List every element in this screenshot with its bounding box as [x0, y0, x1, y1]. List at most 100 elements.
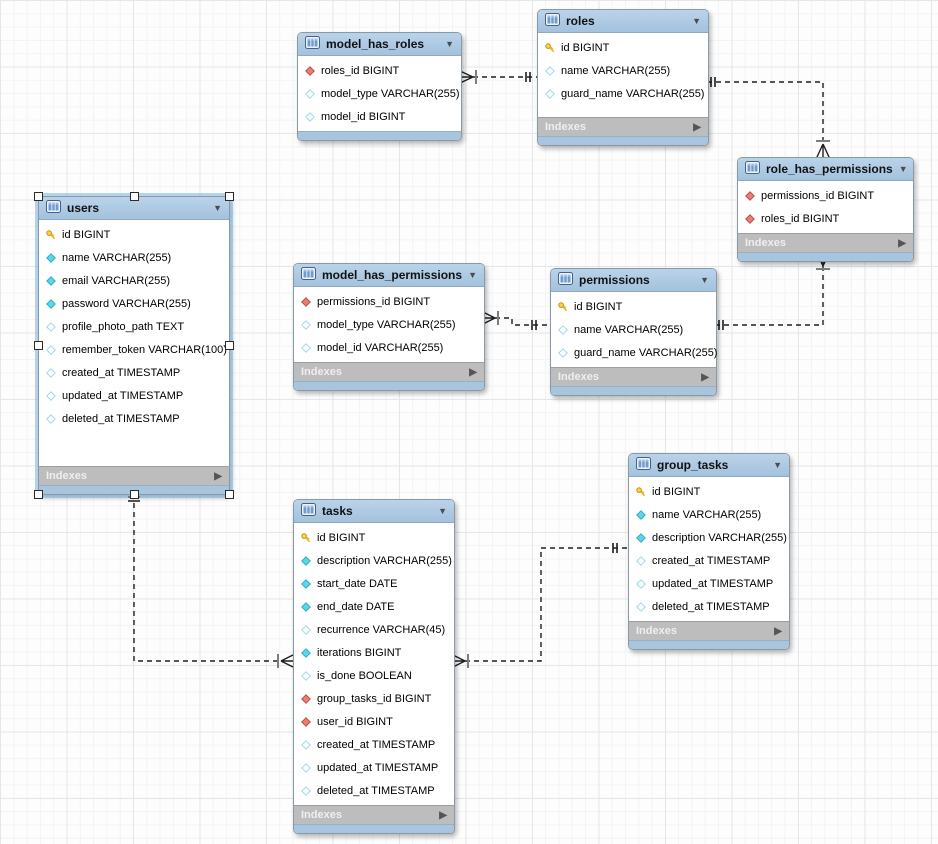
table-header[interactable]: model_has_roles▼: [298, 33, 461, 56]
column-row[interactable]: id BIGINT: [538, 36, 708, 59]
column-row[interactable]: updated_at TIMESTAMP: [294, 756, 454, 779]
column-row[interactable]: email VARCHAR(255): [39, 269, 229, 292]
column-row[interactable]: deleted_at TIMESTAMP: [294, 779, 454, 802]
column-row[interactable]: permissions_id BIGINT: [294, 290, 484, 313]
connector-role_has_permissions-permissions[interactable]: [715, 252, 830, 330]
table-header[interactable]: users▼: [39, 197, 229, 220]
indexes-label: Indexes: [558, 371, 599, 383]
selection-handle[interactable]: [129, 490, 139, 499]
selection-handle[interactable]: [129, 192, 139, 201]
selection-handle[interactable]: [34, 192, 43, 201]
table-header[interactable]: model_has_permissions▼: [294, 264, 484, 287]
table-model_has_permissions[interactable]: model_has_permissions▼ permissions_id BIG…: [293, 263, 485, 391]
column-row[interactable]: recurrence VARCHAR(45): [294, 618, 454, 641]
column-row[interactable]: iterations BIGINT: [294, 641, 454, 664]
indexes-bar[interactable]: Indexes ▶: [551, 367, 716, 386]
selection-handle[interactable]: [225, 192, 234, 201]
connector-model_has_roles-roles[interactable]: [459, 70, 537, 84]
collapse-arrow-icon[interactable]: ▼: [898, 163, 908, 174]
column-row[interactable]: model_id BIGINT: [298, 105, 461, 128]
collapse-arrow-icon[interactable]: ▼: [773, 459, 782, 470]
table-header[interactable]: roles▼: [538, 10, 708, 33]
column-row[interactable]: guard_name VARCHAR(255): [551, 341, 717, 364]
expand-arrow-icon[interactable]: ▶: [439, 809, 447, 821]
collapse-arrow-icon[interactable]: ▼: [692, 15, 701, 26]
column-row[interactable]: deleted_at TIMESTAMP: [39, 407, 229, 430]
expand-arrow-icon[interactable]: ▶: [898, 237, 906, 249]
column-row[interactable]: deleted_at TIMESTAMP: [629, 595, 789, 618]
column-row[interactable]: name VARCHAR(255): [538, 59, 708, 82]
column-row[interactable]: model_id VARCHAR(255): [294, 336, 484, 359]
selection-handle[interactable]: [225, 341, 234, 350]
selection-handle[interactable]: [34, 490, 43, 499]
collapse-arrow-icon[interactable]: ▼: [445, 38, 454, 49]
column-row[interactable]: remember_token VARCHAR(100): [39, 338, 229, 361]
column-row[interactable]: roles_id BIGINT: [298, 59, 461, 82]
table-header[interactable]: role_has_permissions▼: [738, 158, 913, 181]
selection-handle[interactable]: [225, 490, 234, 499]
column-row[interactable]: model_type VARCHAR(255): [298, 82, 461, 105]
column-row[interactable]: id BIGINT: [551, 295, 716, 318]
column-row[interactable]: updated_at TIMESTAMP: [629, 572, 789, 595]
connector-tasks-group_tasks[interactable]: [452, 543, 628, 668]
column-row[interactable]: end_date DATE: [294, 595, 454, 618]
indexes-bar[interactable]: Indexes▶: [294, 362, 484, 381]
column-row[interactable]: name VARCHAR(255): [551, 318, 716, 341]
column-row[interactable]: created_at TIMESTAMP: [629, 549, 789, 572]
column-row[interactable]: profile_photo_path TEXT: [39, 315, 229, 338]
indexes-bar[interactable]: Indexes▶: [629, 621, 789, 640]
column-row[interactable]: created_at TIMESTAMP: [39, 361, 229, 384]
table-header[interactable]: group_tasks▼: [629, 454, 789, 477]
column-row[interactable]: start_date DATE: [294, 572, 454, 595]
column-row[interactable]: description VARCHAR(255): [294, 549, 454, 572]
column-row[interactable]: model_type VARCHAR(255): [294, 313, 484, 336]
column-row[interactable]: id BIGINT: [629, 480, 789, 503]
column-row[interactable]: updated_at TIMESTAMP: [39, 384, 229, 407]
nullable-diamond-icon: [301, 342, 311, 353]
column-row[interactable]: name VARCHAR(255): [39, 246, 229, 269]
collapse-arrow-icon[interactable]: ▼: [213, 202, 222, 213]
column-row[interactable]: id BIGINT: [294, 526, 454, 549]
column-row[interactable]: roles_id BIGINT: [738, 207, 913, 230]
column-row[interactable]: is_done BOOLEAN: [294, 664, 454, 687]
notnull-diamond-icon: [301, 578, 311, 589]
indexes-bar[interactable]: Indexes▶: [538, 117, 708, 136]
indexes-bar[interactable]: Indexes▶: [294, 805, 454, 824]
selection-handle[interactable]: [34, 341, 43, 350]
collapse-arrow-icon[interactable]: ▼: [438, 505, 447, 516]
column-row[interactable]: permissions_id BIGINT: [738, 184, 913, 207]
table-title: tasks: [322, 504, 353, 518]
table-header[interactable]: permissions▼: [551, 269, 716, 292]
table-header[interactable]: tasks ▼: [294, 500, 454, 523]
collapse-arrow-icon[interactable]: ▼: [700, 274, 709, 285]
expand-arrow-icon[interactable]: ▶: [693, 121, 701, 133]
column-row[interactable]: group_tasks_id BIGINT: [294, 687, 454, 710]
column-row[interactable]: name VARCHAR(255): [629, 503, 789, 526]
expand-arrow-icon[interactable]: ▶: [214, 470, 222, 482]
column-row[interactable]: password VARCHAR(255): [39, 292, 229, 315]
expand-arrow-icon[interactable]: ▶: [469, 366, 477, 378]
expand-arrow-icon[interactable]: ▶: [774, 625, 782, 637]
indexes-bar[interactable]: Indexes▶: [39, 466, 229, 485]
column-row[interactable]: guard_name VARCHAR(255): [538, 82, 708, 105]
connector-users-tasks[interactable]: [128, 494, 294, 668]
column-row[interactable]: description VARCHAR(255): [629, 526, 789, 549]
column-row[interactable]: id BIGINT: [39, 223, 229, 246]
indexes-bar[interactable]: Indexes▶: [738, 233, 913, 252]
connector-roles-role_has_permissions[interactable]: [707, 77, 830, 158]
collapse-arrow-icon[interactable]: ▼: [468, 269, 477, 280]
table-role_has_permissions[interactable]: role_has_permissions▼ permissions_id BIGI…: [737, 157, 914, 262]
expand-arrow-icon[interactable]: ▶: [701, 371, 709, 383]
column-row[interactable]: user_id BIGINT: [294, 710, 454, 733]
column-label: updated_at TIMESTAMP: [317, 761, 439, 774]
connector-model_has_permissions-permissions[interactable]: [482, 311, 550, 330]
column-label: user_id BIGINT: [317, 715, 393, 728]
column-row[interactable]: created_at TIMESTAMP: [294, 733, 454, 756]
